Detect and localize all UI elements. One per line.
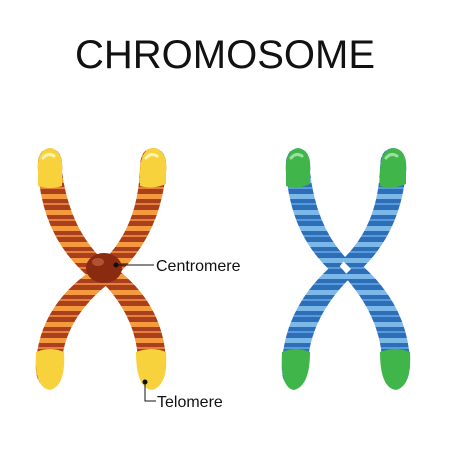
telomere-label: Telomere bbox=[157, 394, 223, 411]
left-lower-left-arm bbox=[35, 270, 108, 390]
centromere-annotation: Centromere bbox=[113, 258, 241, 275]
right-lower-left-arm bbox=[281, 262, 350, 390]
page-title: CHROMOSOME bbox=[75, 33, 375, 77]
left-upper-left-arm bbox=[37, 148, 105, 278]
centromere-ball bbox=[86, 253, 122, 283]
left-chromosome bbox=[35, 148, 167, 390]
left-telomere-bottom-right bbox=[136, 349, 167, 390]
left-telomere-bottom-left bbox=[35, 349, 65, 390]
telomere-annotation: Telomere bbox=[142, 379, 223, 411]
right-lower-right-arm bbox=[344, 262, 411, 390]
right-telomere-bottom-right bbox=[380, 349, 411, 390]
right-upper-left-arm bbox=[285, 148, 346, 274]
right-chromosome bbox=[281, 148, 411, 390]
left-lower-right-arm bbox=[104, 270, 167, 390]
left-upper-right-arm bbox=[102, 148, 167, 276]
right-telomere-bottom-left bbox=[281, 349, 310, 390]
centromere-label: Centromere bbox=[156, 258, 241, 275]
right-upper-right-arm bbox=[342, 148, 407, 274]
